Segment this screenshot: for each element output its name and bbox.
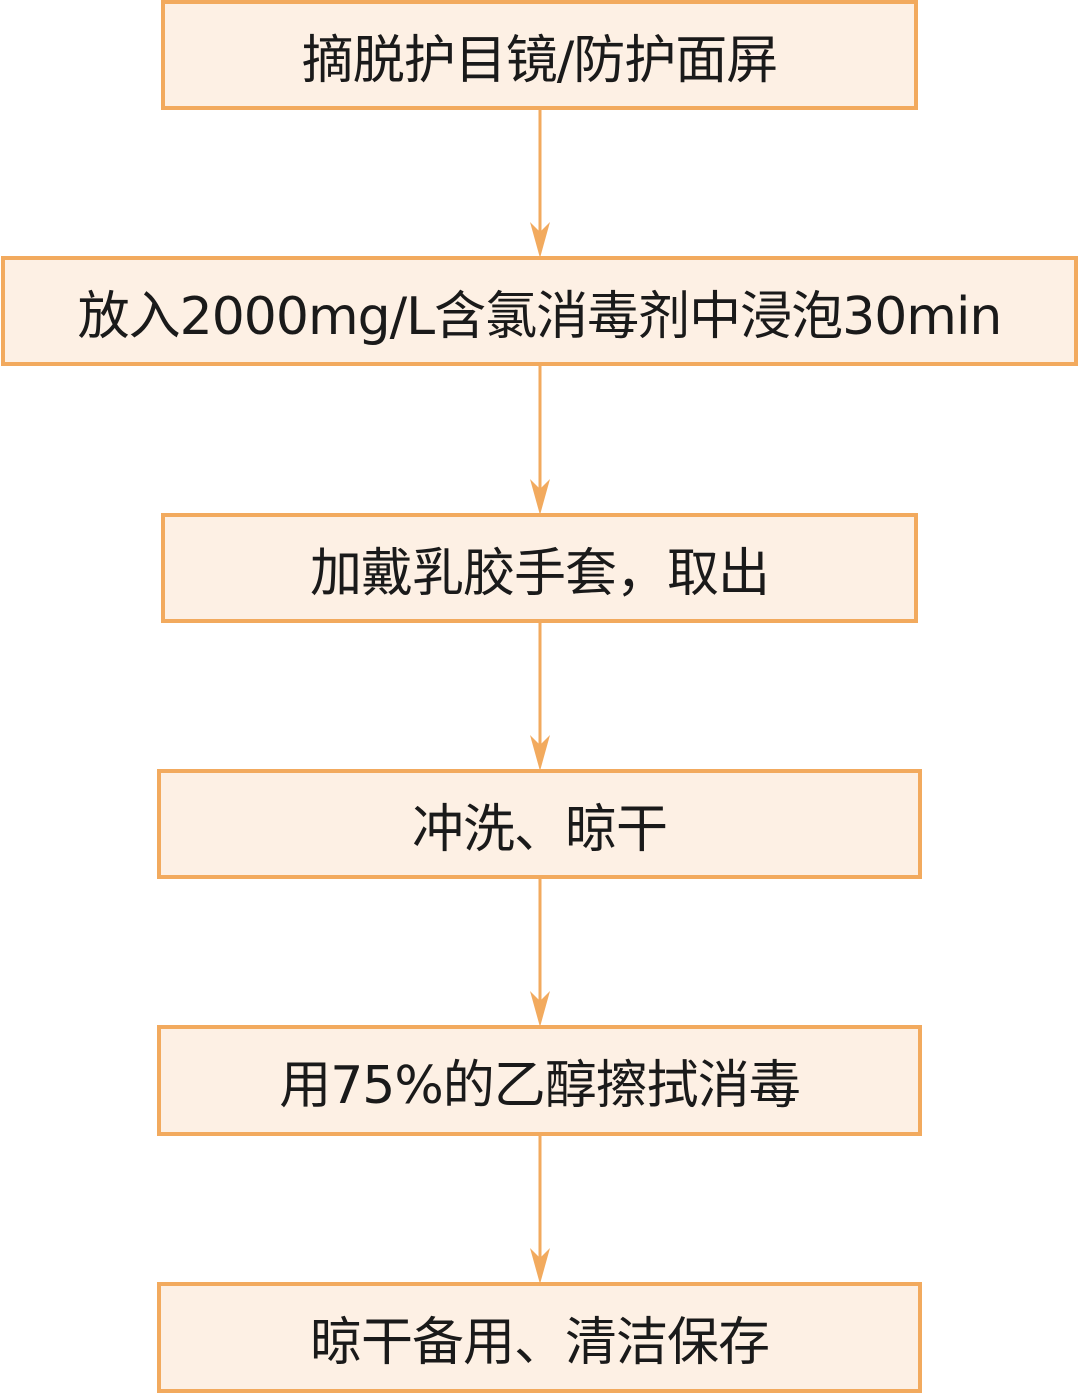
arrow-icon <box>530 623 550 771</box>
arrow-icon <box>530 366 550 515</box>
step-remove-goggles: 摘脱护目镜/防护面屏 <box>161 0 918 110</box>
step-soak-disinfectant: 放入2000mg/L含氯消毒剂中浸泡30min <box>1 256 1078 366</box>
step-dry-store: 晾干备用、清洁保存 <box>157 1282 922 1393</box>
step-label: 加戴乳胶手套，取出 <box>309 543 770 604</box>
step-label: 冲洗、晾干 <box>411 799 668 860</box>
arrow-icon <box>530 879 550 1027</box>
step-label: 晾干备用、清洁保存 <box>309 1313 770 1373</box>
step-label: 放入2000mg/L含氯消毒剂中浸泡30min <box>77 286 1003 347</box>
arrow-icon <box>530 110 550 258</box>
step-label: 摘脱护目镜/防护面屏 <box>301 30 779 91</box>
arrow-icon <box>530 1136 550 1284</box>
step-wear-gloves-take-out: 加戴乳胶手套，取出 <box>161 513 918 623</box>
step-alcohol-wipe: 用75%的乙醇擦拭消毒 <box>157 1025 922 1136</box>
step-label: 用75%的乙醇擦拭消毒 <box>279 1056 801 1116</box>
step-rinse-dry: 冲洗、晾干 <box>157 769 922 879</box>
